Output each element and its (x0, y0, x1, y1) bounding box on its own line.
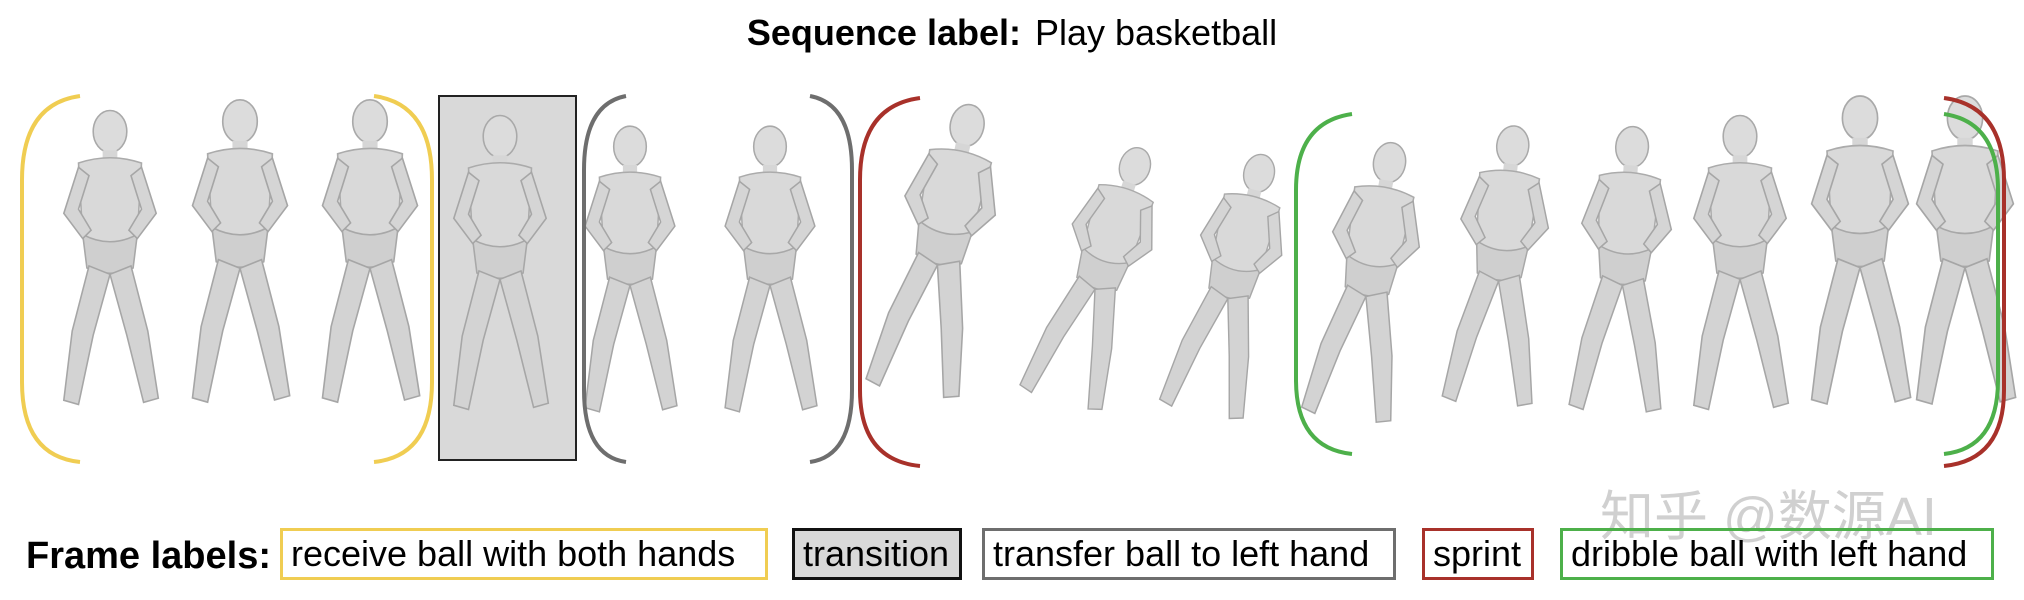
human-figure-icon (864, 94, 1020, 404)
human-figure-icon (1300, 134, 1440, 428)
human-figure-icon (1158, 144, 1307, 425)
legend-item-receive: receive ball with both hands (280, 528, 768, 580)
human-figure-icon (1018, 134, 1184, 416)
frame-labels-title: Frame labels: (26, 535, 271, 577)
human-figure-icon (584, 125, 678, 413)
legend-item-label: receive ball with both hands (291, 533, 736, 574)
human-figure-icon (1693, 114, 1790, 411)
legend-item-dribble: dribble ball with left hand (1560, 528, 1994, 580)
bracket-transfer-right (809, 94, 854, 464)
sequence-label-prefix: Sequence label: (746, 12, 1021, 53)
legend-item-label: sprint (1433, 533, 1522, 574)
human-figure-icon (1810, 95, 1912, 405)
human-figure-icon (1568, 122, 1682, 416)
sequence-label: Sequence label: Play basketball (0, 10, 2024, 56)
bracket-receive-right (373, 94, 434, 464)
legend-item-label: transfer ball to left hand (993, 533, 1370, 574)
human-figure-icon (63, 109, 160, 406)
bracket-sprint-left (858, 96, 921, 468)
frame-sequence (20, 94, 2017, 468)
legend-item-label: transition (803, 533, 950, 574)
sequence-label-value: Play basketball (1034, 12, 1278, 53)
bracket-dribble-right (1943, 112, 2000, 456)
bracket-dribble-left (1294, 112, 1353, 456)
legend-item-transition: transition (792, 528, 962, 580)
bracket-transfer-left (582, 94, 627, 464)
human-figure-icon (321, 98, 421, 404)
watermark-text: 知乎 @数源AI (1600, 487, 1937, 547)
human-figure-icon (191, 98, 291, 404)
bracket-sprint-right (1943, 96, 2006, 468)
bracket-receive-left (20, 94, 81, 464)
human-figure-icon (1441, 120, 1562, 411)
frame-figures (63, 94, 2017, 428)
legend-item-transfer: transfer ball to left hand (982, 528, 1396, 580)
human-figure-icon (724, 125, 818, 413)
legend-item-sprint: sprint (1422, 528, 1534, 580)
legend-item-label: dribble ball with left hand (1571, 533, 1968, 574)
